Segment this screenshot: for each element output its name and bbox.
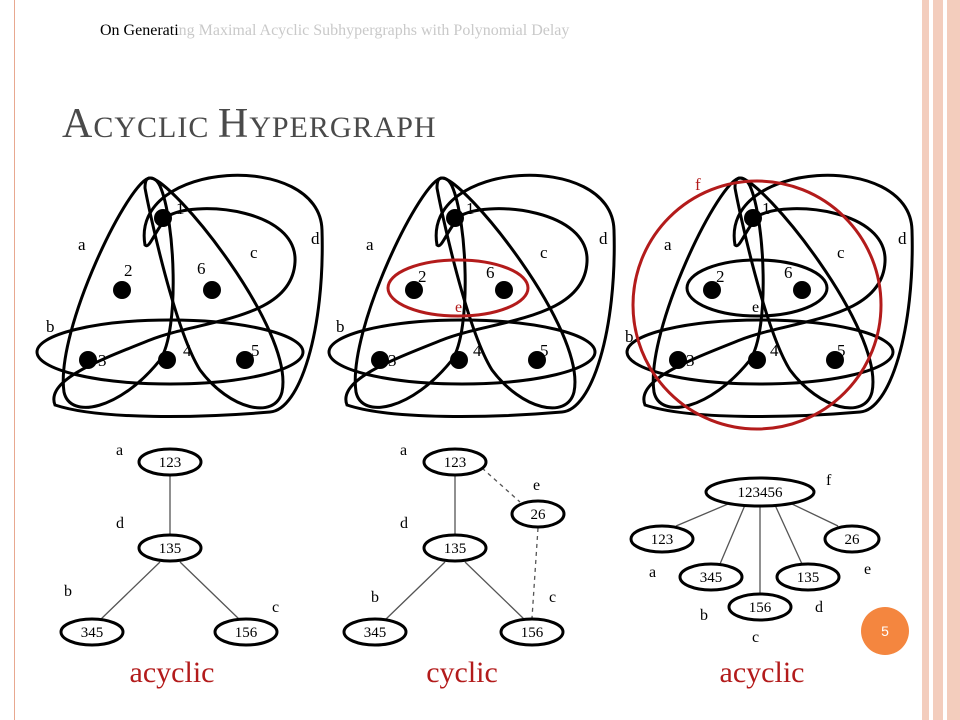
edge-label: b — [625, 327, 634, 346]
tree-caption: cyclic — [426, 656, 498, 689]
vertex-label: 1 — [762, 199, 771, 218]
tree-node-label: 123 — [159, 455, 182, 471]
tree-node-label: 123456 — [738, 485, 784, 501]
hypergraph-left: 1 2 6 3 4 5 a b c d — [35, 173, 324, 418]
tree-node-label: 135 — [159, 541, 182, 557]
tree-edge-label: d — [815, 599, 823, 616]
join-tree-middle: 123 26 135 345 156 a e d b c cyclic — [342, 442, 566, 689]
vertex-label: 3 — [98, 351, 107, 370]
vertex-label: 6 — [486, 263, 495, 282]
tree-node-label: 26 — [531, 507, 547, 523]
edge-label: b — [336, 317, 345, 336]
tree-node-label: 156 — [749, 600, 772, 616]
tree-caption: acyclic — [720, 656, 805, 689]
decor-stripe — [933, 0, 943, 720]
header-text-light: ng Maximal Acyclic Subhypergraphs with P… — [178, 22, 570, 39]
tree-node-label: 135 — [797, 570, 820, 586]
vertex-label: 3 — [686, 351, 695, 370]
edge-label: d — [311, 229, 320, 248]
edge-label: c — [250, 243, 258, 262]
vertex-label: 5 — [540, 341, 549, 360]
tree-edge-label: d — [400, 515, 408, 532]
vertex-label: 1 — [466, 199, 475, 218]
title-cap: A — [62, 101, 94, 147]
edge-label: d — [898, 229, 907, 248]
edge-e-highlight — [386, 258, 530, 318]
tree-node-label: 345 — [364, 625, 387, 641]
tree-edge-label: b — [700, 607, 708, 624]
edge-label: a — [78, 235, 86, 254]
slide-border — [14, 0, 15, 720]
tree-node-label: 156 — [235, 625, 258, 641]
vertex-label: 1 — [176, 199, 185, 218]
decor-stripe — [922, 0, 929, 720]
tree-edge-label: a — [400, 442, 407, 459]
tree-edge-label: b — [371, 589, 379, 606]
hypergraph-middle: 1 2 6 3 4 5 a b c d e — [327, 173, 616, 418]
edge-label: a — [366, 235, 374, 254]
vertex-label: 5 — [251, 341, 260, 360]
tree-edge-label: b — [64, 583, 72, 600]
tree-caption: acyclic — [130, 656, 215, 689]
edge-label: a — [664, 235, 672, 254]
tree-edge-label: d — [116, 515, 124, 532]
running-header: On Generating Maximal Acyclic Subhypergr… — [100, 22, 569, 40]
tree-node-label: 345 — [81, 625, 104, 641]
tree-edge-label: e — [533, 477, 540, 494]
vertex-label: 2 — [716, 267, 725, 286]
edge-f-highlight — [631, 179, 883, 431]
edge-label: b — [46, 317, 55, 336]
edge-label: c — [837, 243, 845, 262]
vertex-label: 6 — [197, 259, 206, 278]
vertex-label: 2 — [418, 267, 427, 286]
vertex-label: 4 — [473, 341, 482, 360]
tree-edge-label: f — [826, 472, 832, 489]
hypergraph-right: 1 2 6 3 4 5 a b c d e f — [625, 173, 914, 431]
tree-node-label: 123 — [651, 532, 674, 548]
edge-label: d — [599, 229, 608, 248]
vertex-label: 4 — [770, 341, 779, 360]
vertex-label: 6 — [784, 263, 793, 282]
edge-label: c — [540, 243, 548, 262]
tree-edge-label: c — [272, 599, 279, 616]
tree-node-label: 156 — [521, 625, 544, 641]
title-rest: YPERGRAPH — [249, 111, 437, 144]
tree-edge-label: c — [752, 629, 759, 646]
join-tree-left: 123 135 345 156 a d b c acyclic — [59, 442, 279, 689]
decor-stripe — [947, 0, 960, 720]
tree-edge-label: c — [549, 589, 556, 606]
vertex-label: 4 — [183, 341, 192, 360]
edge-label-f: f — [695, 175, 701, 194]
header-text-dark: On Generati — [100, 22, 179, 39]
vertex-label: 2 — [124, 261, 133, 280]
tree-node-label: 123 — [444, 455, 467, 471]
tree-node-label: 135 — [444, 541, 467, 557]
edge-label-e: e — [455, 299, 462, 316]
vertex-label: 3 — [388, 351, 397, 370]
tree-node-label: 26 — [845, 532, 861, 548]
vertex-label: 5 — [837, 341, 846, 360]
slide-title: ACYCLIC HYPERGRAPH — [62, 100, 437, 148]
tree-edge-label: a — [649, 564, 656, 581]
join-tree-right: 123456 123 26 345 135 156 f a e b d c ac… — [629, 472, 881, 689]
title-cap: H — [217, 101, 250, 147]
edge-label: e — [752, 299, 759, 316]
edge-e — [685, 258, 829, 318]
page-number-badge: 5 — [861, 607, 909, 655]
title-rest: CYCLIC — [93, 111, 218, 144]
tree-edge-label: e — [864, 561, 871, 578]
tree-node-label: 345 — [700, 570, 723, 586]
tree-edge-label: a — [116, 442, 123, 459]
